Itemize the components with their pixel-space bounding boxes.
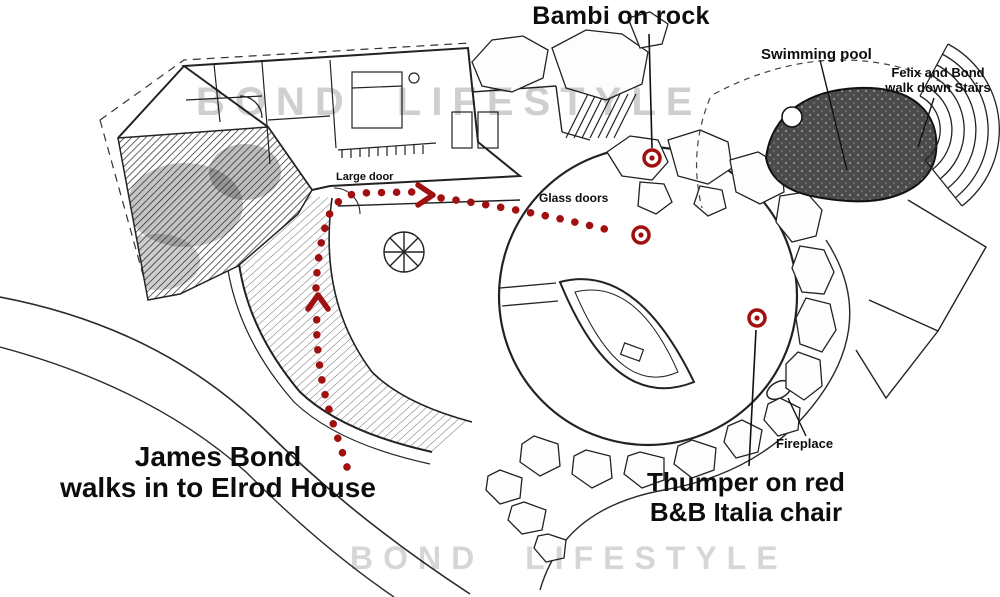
thumper-leader (748, 329, 757, 467)
label-glass-doors: Glass doors (539, 191, 609, 205)
bond-walk-path (305, 182, 622, 471)
label-felix-and-bond-stairs: Felix and Bond walk down Stairs (878, 65, 998, 95)
bambi-leader (648, 33, 653, 149)
felix-leader (917, 97, 935, 148)
label-felix-line2: walk down Stairs (885, 80, 991, 95)
bambi-marker (642, 148, 662, 168)
label-fireplace: Fireplace (776, 436, 834, 451)
label-large-door: Large door (336, 171, 394, 183)
stairs-fan (919, 43, 1000, 207)
label-bambi-on-rock: Bambi on rock (532, 2, 710, 30)
label-felix-line1: Felix and Bond (891, 65, 985, 80)
deck-lines (855, 199, 987, 400)
leader-lines (648, 33, 935, 467)
swimming-pool-shape (764, 86, 938, 203)
label-swimming-pool: Swimming pool (761, 46, 872, 63)
property-dashed-line (99, 42, 471, 301)
thumper-marker (747, 308, 767, 328)
label-thumper-line2: B&B Italia chair (649, 497, 843, 527)
house-wing (117, 46, 523, 301)
label-james-bond-line1: James Bond (134, 441, 302, 472)
label-james-bond-walks-in: James Bond walks in to Elrod House (22, 441, 414, 503)
pool-dashed-arcs (695, 59, 959, 209)
label-james-bond-line2: walks in to Elrod House (60, 472, 376, 503)
entry-stairs-hatch (565, 93, 637, 139)
up-arrow-chevron (305, 292, 331, 312)
right-arrow-chevron (415, 182, 436, 208)
garden-hatched-area (117, 126, 313, 301)
fireplace-leader (787, 397, 807, 437)
label-thumper-chair: Thumper on red B&B Italia chair (607, 467, 885, 527)
pool-leader (819, 59, 848, 171)
label-thumper-line1: Thumper on red (647, 467, 845, 497)
glass-doors-marker (631, 225, 651, 245)
markers (631, 148, 767, 328)
